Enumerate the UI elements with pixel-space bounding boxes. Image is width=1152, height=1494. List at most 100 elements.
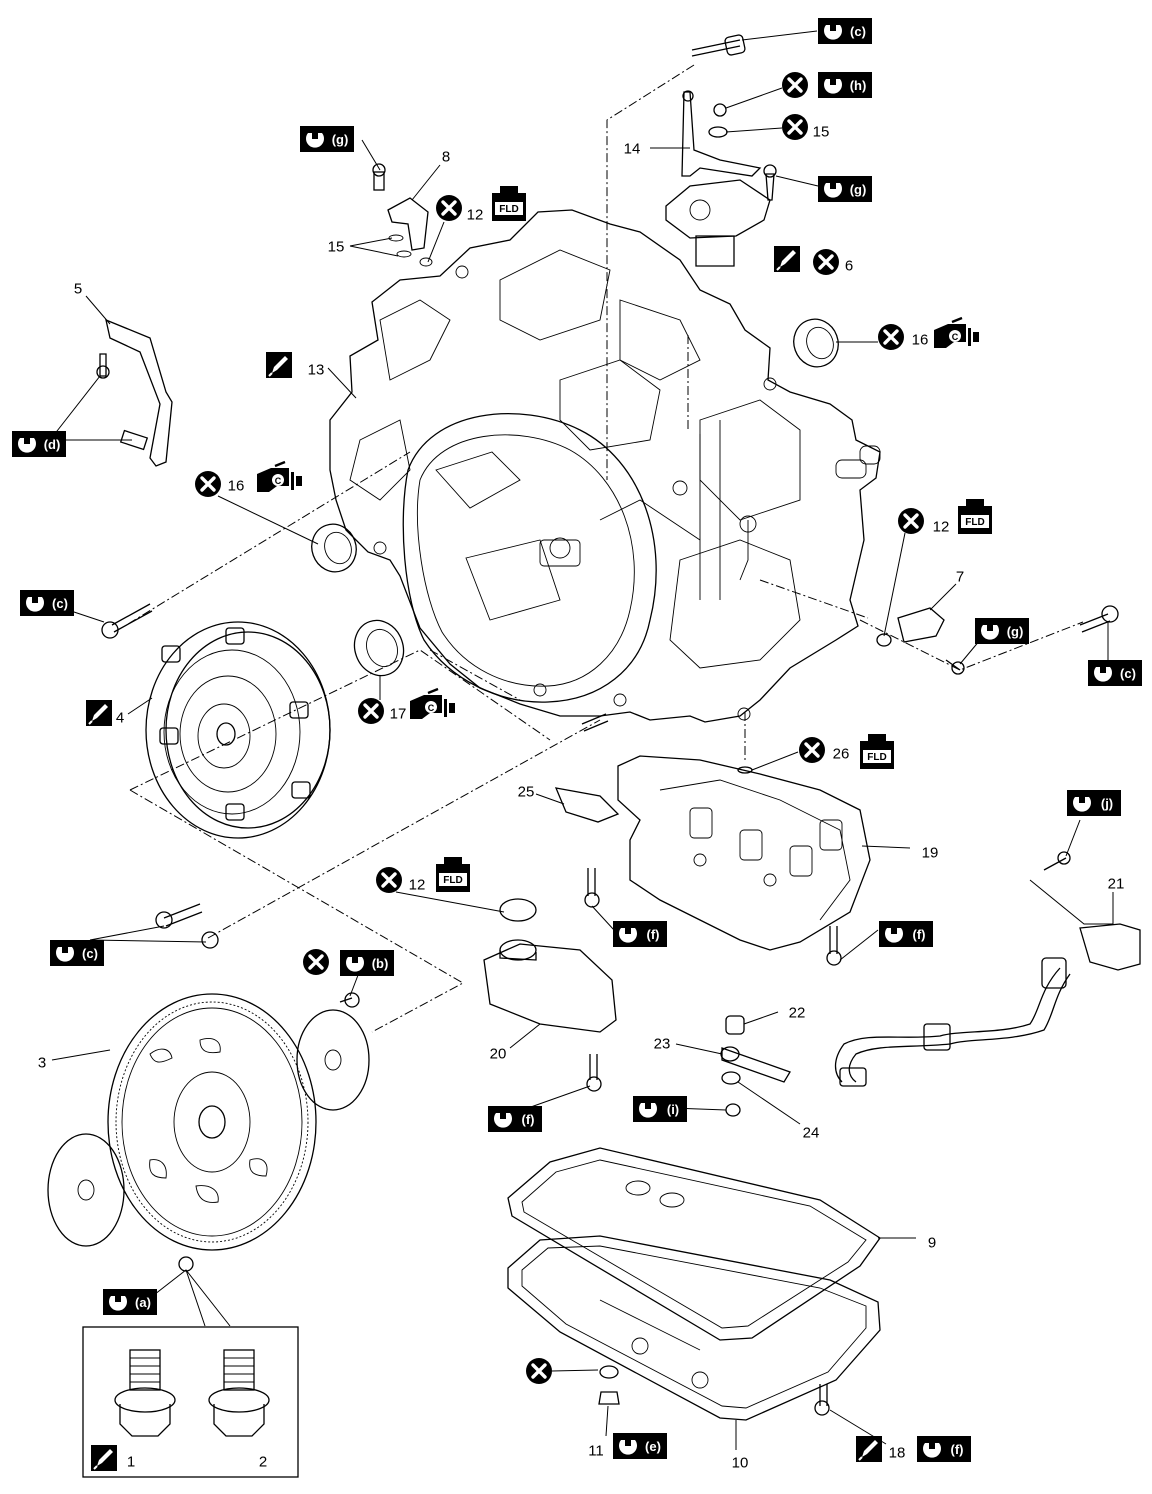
callout-number: 18 — [889, 1445, 906, 1462]
oil-seals — [311, 318, 839, 677]
grease-icon — [255, 460, 304, 494]
torque-code: (h) — [850, 78, 867, 93]
oil-pan — [507, 1147, 881, 1421]
callout-number: 24 — [803, 1125, 820, 1142]
do-not-reuse-icon — [896, 506, 926, 536]
callout-number: 7 — [956, 569, 964, 586]
torque-tag: (c) — [50, 940, 104, 966]
do-not-reuse-icon — [301, 947, 331, 977]
torque-tag: (c) — [818, 18, 872, 44]
callout-number: 13 — [308, 362, 325, 379]
callout-number: 16 — [912, 332, 929, 349]
callout-number: 3 — [38, 1055, 46, 1072]
torque-code: (a) — [135, 1295, 151, 1310]
torque-code: (g) — [332, 132, 349, 147]
callout-number: 2 — [259, 1454, 267, 1471]
shift-lever-assy — [665, 34, 777, 267]
sealant-icon — [90, 1444, 118, 1472]
grease-icon — [932, 316, 981, 350]
callout-number: 21 — [1108, 876, 1125, 893]
do-not-reuse-icon — [780, 70, 810, 100]
wire-harness — [834, 923, 1141, 1087]
callout-number: 25 — [518, 784, 535, 801]
torque-tag: (g) — [818, 176, 872, 202]
sealant-icon — [85, 699, 113, 727]
fluid-temperature-sensor — [876, 607, 945, 647]
do-not-reuse-icon — [797, 735, 827, 765]
fluid-label: FLD — [965, 517, 984, 528]
torque-code: (g) — [850, 182, 867, 197]
small-parts — [720, 1015, 791, 1117]
fluid-icon: FLD — [958, 499, 992, 534]
callout-number: 16 — [228, 478, 245, 495]
callout-number: 26 — [833, 746, 850, 763]
do-not-reuse-icon — [780, 112, 810, 142]
torque-code: (c) — [82, 946, 98, 961]
torque-code: (f) — [913, 927, 926, 942]
torque-tag: (c) — [20, 590, 74, 616]
bolts — [101, 603, 1119, 1416]
torque-tag: (b) — [340, 950, 394, 976]
fluid-icon: FLD — [492, 186, 526, 221]
torque-code: (b) — [372, 956, 389, 971]
torque-converter — [145, 621, 331, 839]
do-not-reuse-icon — [434, 193, 464, 223]
callout-number: 23 — [654, 1036, 671, 1053]
torque-tag: (f) — [613, 921, 667, 947]
fluid-badges: FLD FLD FLD FLD — [436, 186, 992, 892]
torque-tag: (i) — [633, 1096, 687, 1122]
torque-code: (f) — [522, 1112, 535, 1127]
callout-number: 15 — [813, 124, 830, 141]
torque-tag: (e) — [613, 1433, 667, 1459]
callout-number: 12 — [933, 519, 950, 536]
torque-tag: (j) — [1067, 790, 1121, 816]
callout-number: 8 — [442, 149, 450, 166]
torque-code: (f) — [951, 1442, 964, 1457]
torque-code: (e) — [645, 1439, 661, 1454]
fluid-label: FLD — [499, 204, 518, 215]
torque-tag: (f) — [488, 1106, 542, 1132]
callout-number: 19 — [922, 845, 939, 862]
sealant-icon — [855, 1435, 883, 1463]
torque-tag: (d) — [12, 431, 66, 457]
do-not-reuse-marks — [193, 70, 926, 1386]
speed-sensor — [372, 163, 433, 267]
callout-number: 1 — [127, 1454, 135, 1471]
do-not-reuse-icon — [524, 1356, 554, 1386]
torque-tag: (f) — [917, 1436, 971, 1462]
sealant-icon — [265, 351, 293, 379]
fluid-label: FLD — [867, 752, 886, 763]
do-not-reuse-icon — [876, 322, 906, 352]
callout-number: 9 — [928, 1235, 936, 1252]
torque-code: (c) — [52, 596, 68, 611]
torque-tag: (g) — [300, 126, 354, 152]
grease-icon — [408, 687, 457, 721]
torque-tag: (g) — [975, 618, 1029, 644]
bolt-detail-box — [82, 1256, 299, 1478]
callout-number: 12 — [409, 877, 426, 894]
torque-tag: (c) — [1088, 660, 1142, 686]
torque-code: (d) — [44, 437, 61, 452]
torque-code: (c) — [850, 24, 866, 39]
callout-number: 10 — [732, 1455, 749, 1472]
callout-number: 11 — [588, 1443, 604, 1460]
torque-tags: (c) (h) (g) (g) (d) (c) (g) (c) (j) (f) (f) (c) (b) (… — [12, 18, 1142, 1462]
do-not-reuse-icon — [811, 247, 841, 277]
torque-code: (j) — [1101, 796, 1113, 811]
sealant-icon — [773, 245, 801, 273]
callout-number: 5 — [74, 281, 82, 298]
torque-code: (f) — [647, 927, 660, 942]
callout-number: 17 — [390, 706, 407, 723]
callout-number: 14 — [624, 141, 641, 158]
do-not-reuse-icon — [374, 865, 404, 895]
fluid-icon: FLD — [436, 857, 470, 892]
control-valve-body — [554, 755, 871, 951]
torque-tag: (f) — [879, 921, 933, 947]
do-not-reuse-icon — [193, 469, 223, 499]
sealant-marks — [85, 245, 883, 1472]
callout-number: 4 — [116, 710, 124, 727]
torque-tag: (h) — [818, 72, 872, 98]
torque-code: (c) — [1120, 666, 1136, 681]
